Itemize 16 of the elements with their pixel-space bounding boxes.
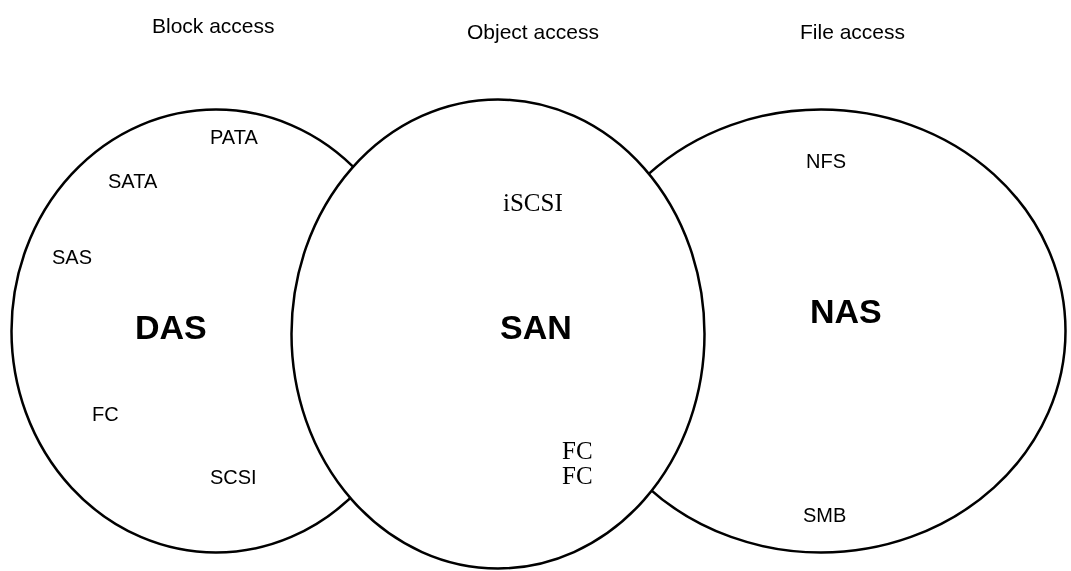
protocol-label: FC: [562, 437, 593, 465]
circle-label: SAN: [500, 308, 572, 347]
protocol-label: FC: [562, 462, 593, 490]
protocol-label: PATA: [210, 126, 258, 149]
circle-label: DAS: [135, 308, 207, 347]
protocol-label: FC: [92, 403, 119, 426]
heading: Block access: [152, 14, 275, 38]
protocol-label: NFS: [806, 150, 846, 173]
protocol-label: SMB: [803, 504, 847, 527]
protocol-label: SCSI: [210, 466, 257, 489]
heading: Object access: [467, 20, 599, 44]
protocol-label: iSCSI: [503, 189, 563, 217]
protocol-label: SATA: [108, 170, 158, 193]
protocol-label: SAS: [52, 246, 93, 269]
heading: File access: [800, 20, 906, 44]
circle-label: NAS: [810, 292, 882, 331]
